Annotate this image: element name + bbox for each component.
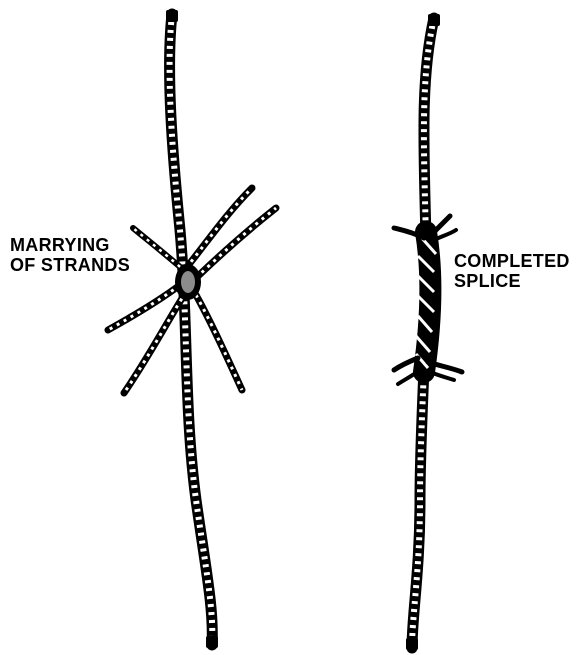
completed-splice-label-line1: COMPLETED [454, 252, 570, 270]
left-rope-bottom-end [206, 636, 218, 648]
right-rope-top-end [428, 14, 440, 26]
completed-splice-label-line2: SPLICE [454, 272, 521, 290]
marrying-label-line2: OF STRANDS [10, 256, 130, 274]
left-rope-top-end [166, 10, 178, 22]
right-rope-bottom-end [406, 638, 418, 650]
left-strands [108, 188, 276, 393]
marrying-label-line1: MARRYING [10, 236, 110, 254]
right-splice [394, 216, 462, 384]
